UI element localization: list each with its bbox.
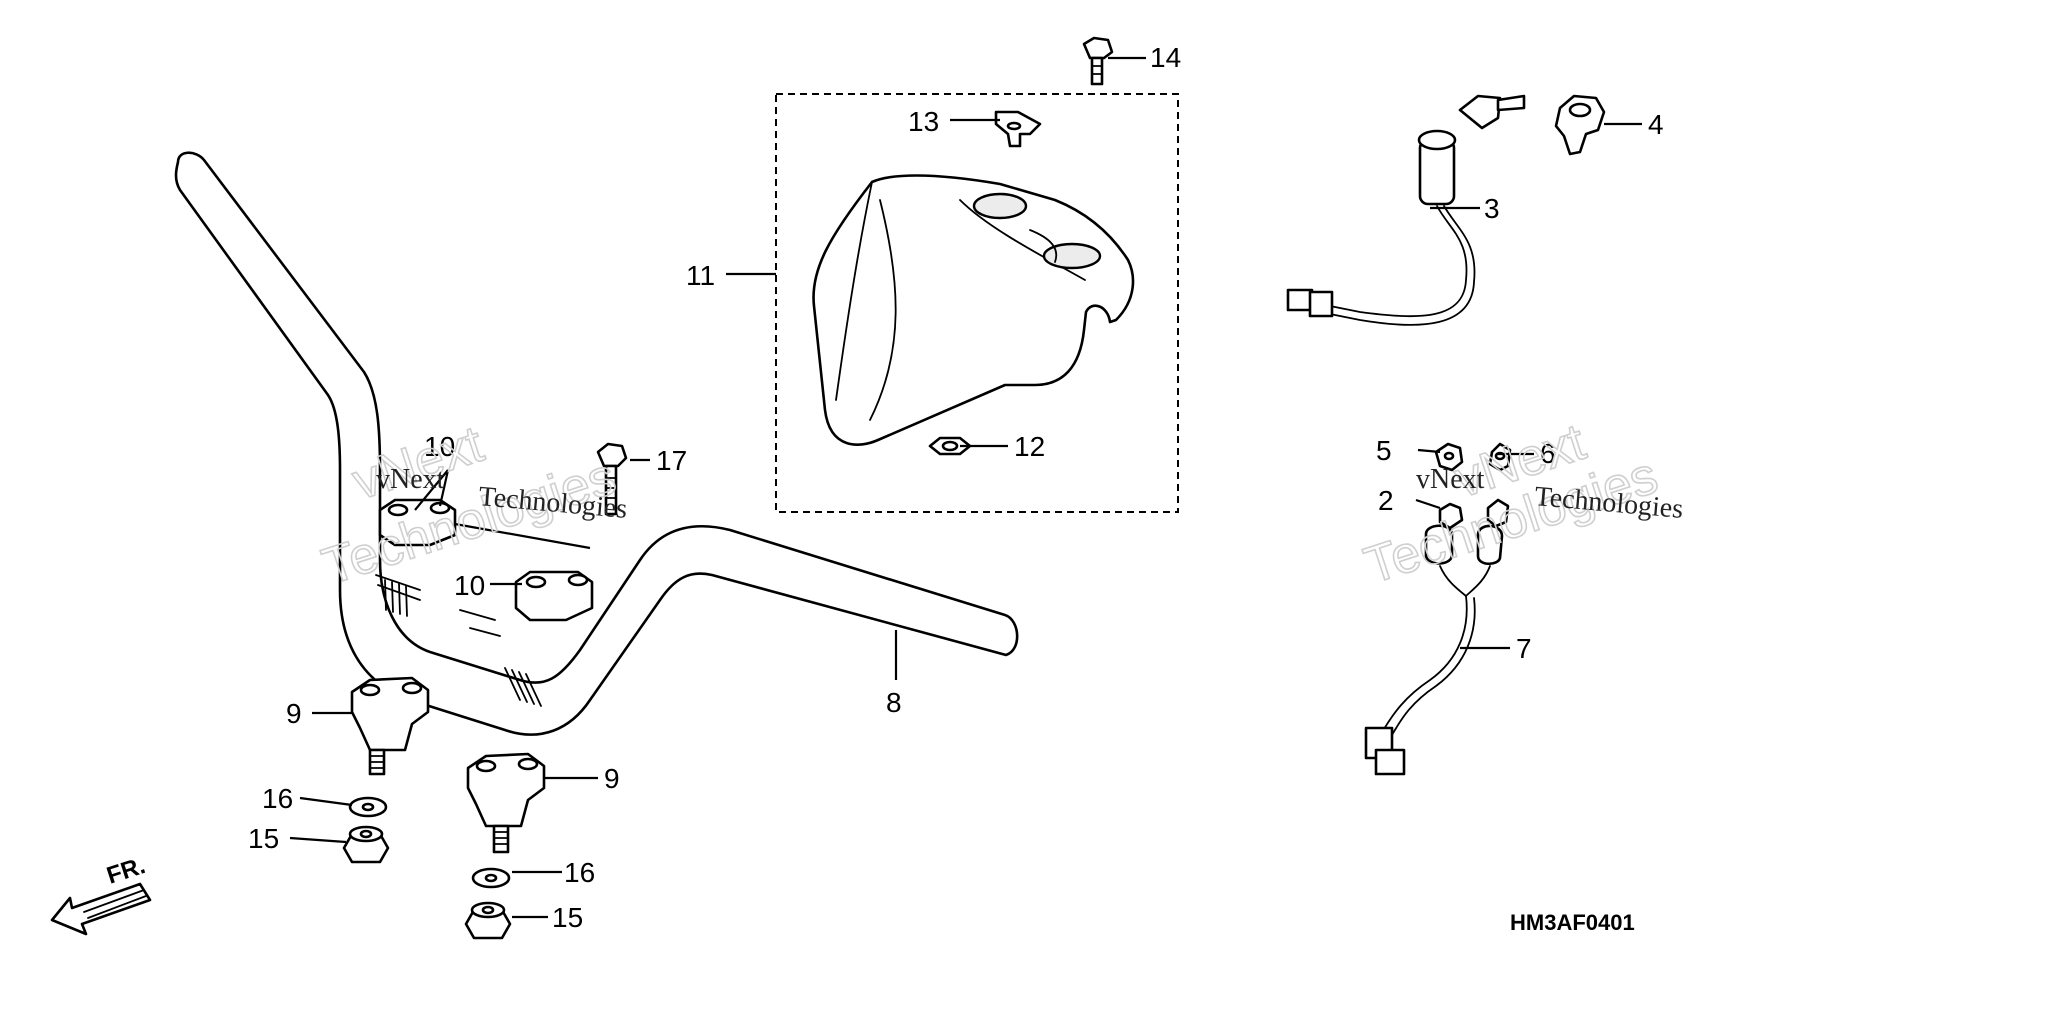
switch-harness-part[interactable] [1364,524,1504,776]
callout-11: 11 [686,260,715,291]
cover-clip-part[interactable] [994,110,1042,148]
callout-15-left: 15 [248,823,279,854]
washer-part[interactable] [348,796,511,889]
callout-8: 8 [886,687,902,718]
callout-10-lower: 10 [454,570,485,601]
ignition-switch-part[interactable] [1286,94,1526,326]
callout-12: 12 [1014,431,1045,462]
handlebar-lower-holder-part[interactable] [350,676,546,854]
handlebar-cover-part[interactable] [812,174,1135,446]
handlebar-part[interactable] [174,151,1019,736]
watermark-right: vNext Technologies vNext Technologies [1357,412,1684,596]
callout-17: 17 [656,445,687,476]
cover-nut-part[interactable] [928,436,972,456]
watermark-left-small-line1: vNext [376,464,445,495]
cover-assembly-box [775,93,1179,513]
handlebar-upper-holder-part[interactable] [378,498,594,622]
front-direction-arrow: FR. [50,852,152,936]
callout-16-right: 16 [564,857,595,888]
cover-screw-part[interactable] [1082,36,1114,86]
callout-7: 7 [1516,633,1532,664]
callout-10-upper: 10 [424,431,455,462]
callout-numbers: 14 13 11 12 4 3 5 6 2 7 8 9 9 10 10 16 1… [248,42,1664,933]
callout-14: 14 [1150,42,1181,73]
callout-16-left: 16 [262,783,293,814]
callout-13: 13 [908,106,939,137]
flange-nut-part[interactable] [342,825,512,940]
callout-9-left: 9 [286,698,302,729]
drawing-code: HM3AF0401 [1510,910,1635,935]
watermark-right-small-line1: vNext [1416,464,1485,495]
leader-lines [289,56,1642,919]
callout-4: 4 [1648,109,1664,140]
callout-6: 6 [1540,438,1556,469]
front-direction-label: FR. [104,852,149,890]
callout-3: 3 [1484,193,1500,224]
callout-9-right: 9 [604,763,620,794]
callout-2: 2 [1378,485,1394,516]
callout-5: 5 [1376,435,1392,466]
callout-15-right: 15 [552,902,583,933]
bolt-part[interactable] [596,442,628,516]
ignition-key-part[interactable] [1554,94,1606,156]
